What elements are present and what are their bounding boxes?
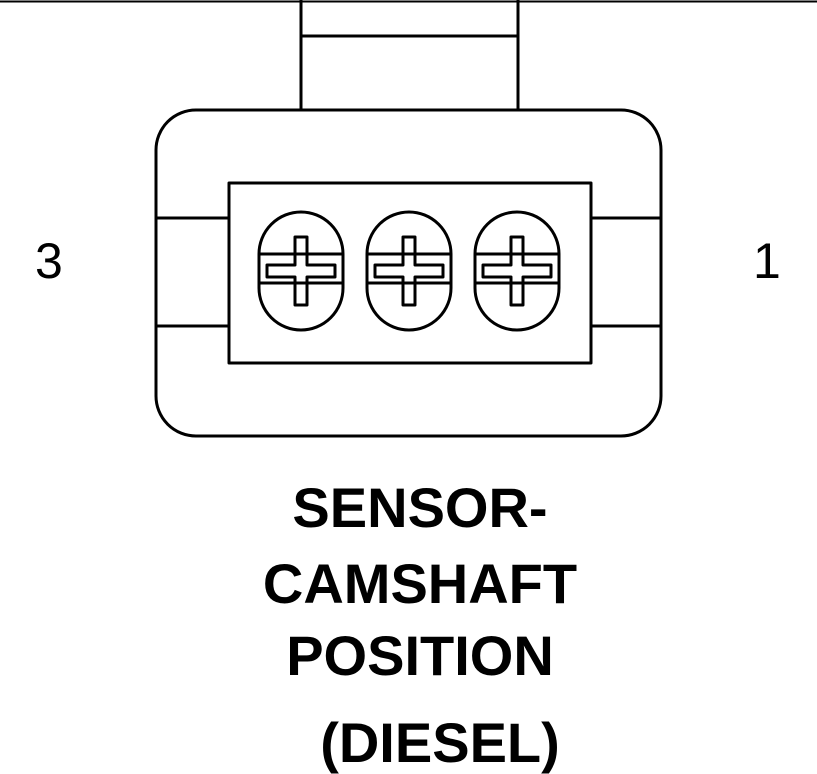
pin-label-right: 1 (753, 233, 781, 289)
connector-housing (154, 108, 663, 438)
housing-side-ribs (156, 216, 661, 328)
caption-line-diesel: (DIESEL) (320, 711, 560, 774)
terminal-cavity-2 (365, 210, 453, 332)
connector-locking-tab (299, 0, 520, 110)
pin-label-left: 3 (35, 233, 63, 289)
caption-line-camshaft: CAMSHAFT (262, 552, 578, 615)
terminal-cavity-3 (257, 210, 345, 332)
terminal-cavity-1 (473, 210, 561, 332)
connector-face (227, 181, 593, 365)
caption-line-sensor: SENSOR- (292, 476, 548, 539)
caption-line-position: POSITION (286, 624, 554, 687)
